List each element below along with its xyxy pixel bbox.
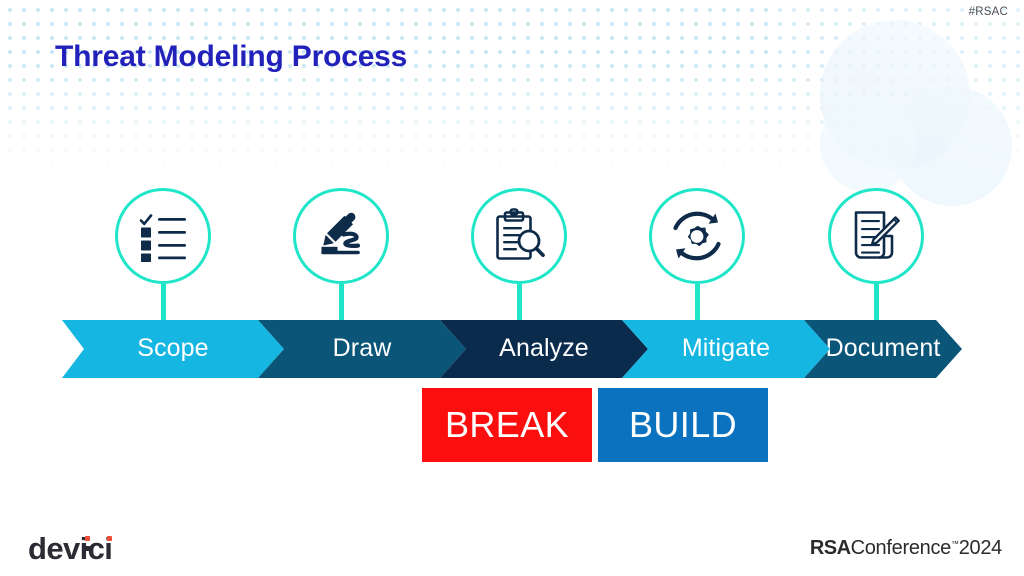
process-step-node-analyze[interactable] [471,188,567,330]
icon-circle-draw [293,188,389,284]
chevron-step-mitigate[interactable]: Mitigate [622,320,830,378]
chevron-label-mitigate: Mitigate [681,333,771,362]
chevron-step-analyze[interactable]: Analyze [440,320,648,378]
process-icon-row [0,180,1024,330]
chevron-label-analyze: Analyze [499,333,589,362]
devici-logo: devici [28,530,113,566]
rsa-logo-bold-text: RSA [809,537,851,559]
phase-box-row: BREAK BUILD [0,388,1024,466]
phase-label-break: BREAK [444,404,570,445]
devici-dot-red-2 [107,536,112,541]
chevron-step-document[interactable]: Document [804,320,962,378]
background-circle-decoration [820,96,916,192]
devici-dot-dark-1 [85,546,90,551]
chevron-label-draw: Draw [332,333,392,362]
connector-line-scope [160,284,166,330]
chevron-label-document: Document [825,333,941,362]
connector-line-draw [338,284,344,330]
phase-label-build: BUILD [628,404,738,445]
clipboard-magnifier-icon [496,208,545,260]
threat-modeling-process-diagram: Scope Draw Analyze Mitigate Document BRE… [0,180,1024,462]
process-step-node-mitigate[interactable] [649,188,745,330]
chevron-step-scope[interactable]: Scope [62,320,284,378]
pencil-drawing-icon [321,212,361,255]
devici-dot-red-1 [85,536,90,541]
icon-circle-scope [115,188,211,284]
connector-line-mitigate [694,284,700,330]
process-step-node-scope[interactable] [115,188,211,330]
process-chevron-band: Scope Draw Analyze Mitigate Document [62,320,962,378]
process-step-node-draw[interactable] [293,188,389,330]
page-title: Threat Modeling Process [55,40,408,73]
gear-refresh-icon [673,211,721,261]
icon-circle-analyze [471,188,567,284]
chevron-step-draw[interactable]: Draw [258,320,466,378]
rsa-logo-year-text: 2024 [958,537,1003,559]
trademark-icon: ™ [951,539,959,549]
checklist-icon [139,214,186,262]
rsa-logo-conference-text: Conference [850,537,952,559]
devici-wordmark: devici [28,531,113,566]
document-pen-icon [854,211,900,259]
phase-box-build[interactable]: BUILD [598,388,768,462]
rsa-conference-logo: RSAConference™2024 [810,537,1002,560]
connector-line-document [873,284,879,330]
phase-box-break[interactable]: BREAK [422,388,592,462]
chevron-label-scope: Scope [137,333,209,362]
icon-circle-mitigate [649,188,745,284]
connector-line-analyze [516,284,522,330]
process-step-node-document[interactable] [828,188,924,330]
icon-circle-document [828,188,924,284]
rsac-hashtag: #RSAC [968,6,1008,18]
